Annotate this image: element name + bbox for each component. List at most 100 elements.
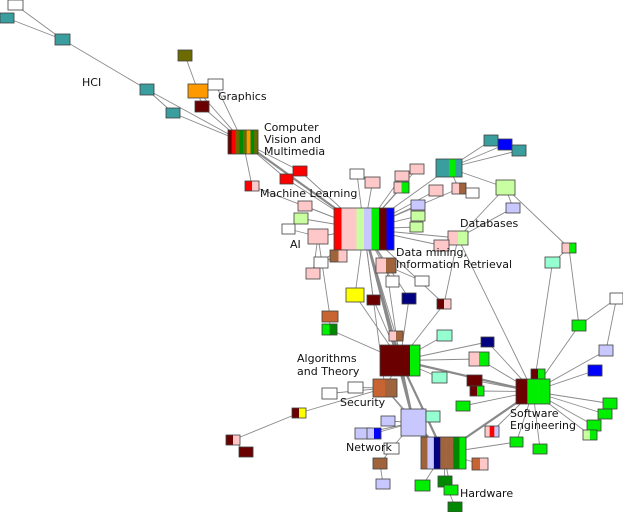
node-u6[interactable]: [586, 419, 602, 432]
node-y2[interactable]: [366, 294, 381, 306]
node-db[interactable]: [435, 158, 463, 178]
node-t5[interactable]: [469, 385, 485, 397]
node-d14[interactable]: [433, 239, 450, 252]
node-m4[interactable]: [393, 181, 410, 194]
node-d10[interactable]: [410, 199, 426, 211]
node-m5[interactable]: [297, 200, 313, 212]
node-m1[interactable]: [349, 168, 365, 180]
node-dm[interactable]: [375, 257, 397, 274]
node-d9[interactable]: [505, 202, 521, 214]
node-o1[interactable]: [321, 310, 339, 323]
node-m6[interactable]: [293, 212, 309, 225]
node-g1[interactable]: [177, 49, 193, 62]
node-u9[interactable]: [484, 425, 500, 438]
node-y[interactable]: [345, 287, 365, 303]
node-n2[interactable]: [414, 275, 430, 287]
node-h4[interactable]: [443, 484, 459, 496]
node-t6[interactable]: [431, 371, 448, 384]
node-cv2[interactable]: [292, 165, 308, 177]
node-alg[interactable]: [379, 344, 421, 377]
node-a4[interactable]: [305, 267, 321, 280]
node-u5[interactable]: [597, 408, 613, 420]
node-stripe: [469, 352, 480, 366]
node-stripe: [346, 288, 365, 302]
node-u11[interactable]: [532, 443, 548, 455]
node-o2[interactable]: [321, 323, 338, 336]
node-d[interactable]: [139, 83, 155, 96]
node-u2[interactable]: [598, 344, 614, 357]
node-stripe: [55, 34, 71, 45]
node-u4[interactable]: [602, 397, 618, 410]
node-t4[interactable]: [466, 374, 483, 387]
node-w3[interactable]: [380, 415, 396, 427]
node-border: [587, 364, 603, 377]
node-u8[interactable]: [455, 400, 471, 412]
node-a3[interactable]: [313, 256, 329, 269]
node-h2[interactable]: [414, 479, 431, 492]
node-u3[interactable]: [587, 364, 603, 377]
node-d6[interactable]: [451, 182, 467, 195]
node-s1[interactable]: [561, 242, 577, 254]
node-b[interactable]: [0, 12, 15, 24]
node-d5[interactable]: [428, 184, 444, 197]
node-w8[interactable]: [291, 407, 307, 419]
node-stripe: [282, 224, 296, 234]
node-m7[interactable]: [281, 223, 296, 235]
node-n1[interactable]: [401, 292, 417, 305]
node-d7[interactable]: [465, 187, 480, 199]
node-w7[interactable]: [375, 478, 391, 490]
node-n3[interactable]: [436, 298, 452, 310]
node-g4[interactable]: [194, 100, 210, 113]
node-t2[interactable]: [480, 336, 495, 348]
node-u10[interactable]: [509, 436, 524, 448]
node-d13[interactable]: [447, 230, 469, 246]
node-a2[interactable]: [329, 249, 348, 263]
node-g3[interactable]: [207, 78, 224, 91]
node-d1[interactable]: [483, 134, 499, 147]
node-sec[interactable]: [372, 378, 398, 398]
node-u7[interactable]: [582, 429, 598, 441]
node-se[interactable]: [515, 378, 551, 405]
node-d4[interactable]: [409, 163, 425, 175]
node-cv4[interactable]: [244, 180, 260, 192]
node-hw[interactable]: [420, 436, 467, 470]
node-d11[interactable]: [410, 210, 426, 222]
node-w9[interactable]: [225, 434, 241, 446]
node-w10[interactable]: [238, 446, 254, 458]
node-t7[interactable]: [321, 387, 338, 400]
node-w2[interactable]: [366, 427, 382, 440]
node-d8[interactable]: [495, 179, 516, 196]
node-c[interactable]: [54, 33, 71, 46]
node-border: [410, 199, 426, 211]
node-u1[interactable]: [571, 319, 587, 332]
node-d3[interactable]: [511, 144, 527, 157]
node-ai[interactable]: [307, 228, 329, 245]
node-w4[interactable]: [425, 410, 441, 423]
node-stripe: [252, 181, 260, 191]
node-stripe: [498, 139, 513, 150]
node-d2[interactable]: [497, 138, 513, 151]
node-h1[interactable]: [471, 457, 489, 471]
node-o3[interactable]: [388, 330, 404, 342]
node-t3[interactable]: [530, 368, 546, 380]
node-m2[interactable]: [364, 176, 381, 189]
node-d12[interactable]: [409, 221, 424, 233]
node-e[interactable]: [165, 107, 181, 119]
node-s3[interactable]: [609, 292, 623, 305]
node-cv3[interactable]: [279, 173, 294, 185]
node-net[interactable]: [400, 408, 427, 437]
node-g2[interactable]: [187, 83, 209, 99]
node-stripe: [250, 130, 255, 154]
node-w5[interactable]: [383, 442, 400, 455]
node-s2[interactable]: [544, 256, 561, 269]
node-m3[interactable]: [394, 170, 410, 182]
node-h5[interactable]: [447, 501, 463, 512]
node-cv[interactable]: [227, 129, 259, 155]
node-t8[interactable]: [347, 381, 364, 394]
node-ml[interactable]: [333, 207, 395, 251]
node-a[interactable]: [7, 0, 24, 11]
node-t1[interactable]: [468, 351, 490, 367]
node-w6[interactable]: [372, 457, 388, 470]
node-o4[interactable]: [436, 329, 453, 342]
node-dm2[interactable]: [385, 275, 400, 288]
